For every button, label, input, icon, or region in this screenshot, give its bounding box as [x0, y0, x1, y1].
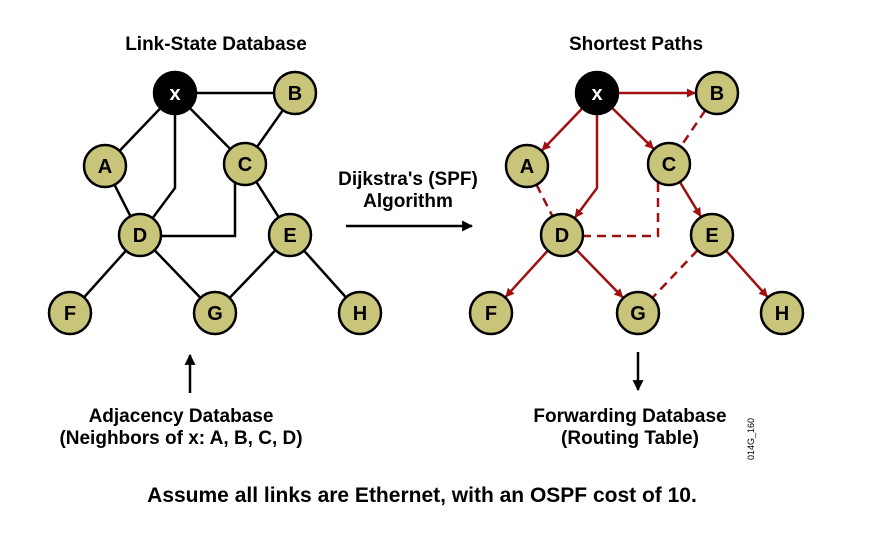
- left-node-C: C: [222, 141, 268, 187]
- left-node-F: F: [47, 290, 93, 336]
- link-state-graph: x B A C D E F G H: [47, 70, 383, 336]
- right-node-label: C: [662, 154, 676, 176]
- right-node-label: H: [775, 303, 789, 325]
- algorithm-label-line1: Dijkstra's (SPF): [338, 169, 478, 190]
- left-node-label: H: [353, 303, 367, 325]
- right-tree-edge-C-E: [678, 181, 702, 217]
- left-node-circle: [267, 212, 313, 258]
- left-node-label: C: [238, 154, 252, 176]
- right-panel-title: Shortest Paths: [569, 34, 703, 55]
- right-node-C: C: [646, 141, 692, 187]
- right-node-A: A: [504, 143, 550, 189]
- right-tree-edge-E-H: [725, 249, 769, 298]
- left-panel-title: Link-State Database: [125, 34, 307, 55]
- right-unused-link-E-G: [651, 249, 699, 299]
- adjacency-caption-line1: Adjacency Database: [89, 406, 274, 427]
- left-node-circle: [117, 212, 163, 258]
- right-node-G: G: [615, 290, 661, 336]
- right-node-D: D: [539, 212, 585, 258]
- left-node-label: A: [98, 156, 112, 178]
- right-node-circle: [646, 141, 692, 187]
- forwarding-caption-line1: Forwarding Database: [533, 406, 726, 427]
- right-node-label: B: [710, 83, 724, 105]
- left-node-circle: [222, 141, 268, 187]
- right-node-B: B: [694, 70, 740, 116]
- right-node-circle: [504, 143, 550, 189]
- right-node-circle: [539, 212, 585, 258]
- right-tree-edge-D-G: [575, 249, 624, 299]
- right-node-label: A: [520, 156, 534, 178]
- left-node-H: H: [337, 290, 383, 336]
- right-node-label: F: [485, 303, 497, 325]
- right-tree-edge-x-D: [574, 114, 599, 219]
- right-unused-link-A-D: [535, 184, 554, 217]
- right-node-circle: [574, 70, 620, 116]
- right-tree-edge-x-C: [611, 106, 655, 150]
- right-node-circle: [689, 212, 735, 258]
- right-node-F: F: [468, 290, 514, 336]
- left-node-A: A: [82, 143, 128, 189]
- left-node-label: E: [283, 225, 296, 247]
- right-node-E: E: [689, 212, 735, 258]
- left-node-B: B: [272, 70, 318, 116]
- left-node-x: x: [152, 70, 198, 116]
- left-node-G: G: [192, 290, 238, 336]
- right-edges: [504, 88, 769, 299]
- right-node-label: E: [705, 225, 718, 247]
- left-node-circle: [82, 143, 128, 189]
- right-node-H: H: [759, 290, 805, 336]
- right-node-circle: [468, 290, 514, 336]
- right-node-circle: [759, 290, 805, 336]
- right-tree-edge-D-F: [504, 249, 549, 298]
- left-node-circle: [152, 70, 198, 116]
- left-node-label: x: [169, 83, 180, 105]
- right-node-label: D: [555, 225, 569, 247]
- right-node-label: x: [591, 83, 602, 105]
- left-node-label: B: [288, 83, 302, 105]
- forwarding-caption-line2: (Routing Table): [561, 428, 699, 449]
- left-node-circle: [337, 290, 383, 336]
- left-node-label: G: [207, 303, 223, 325]
- adjacency-caption-line2: (Neighbors of x: A, B, C, D): [59, 428, 302, 449]
- algorithm-label-line2: Algorithm: [363, 191, 453, 212]
- right-node-x: x: [574, 70, 620, 116]
- left-node-circle: [272, 70, 318, 116]
- shortest-path-graph: x B A C D E F G H: [468, 70, 805, 336]
- footer-note: Assume all links are Ethernet, with an O…: [147, 484, 697, 507]
- right-unused-link-B-C: [679, 109, 707, 148]
- left-node-D: D: [117, 212, 163, 258]
- right-tree-edge-x-A: [541, 107, 584, 151]
- figure-code: 014G_160: [746, 418, 756, 460]
- left-node-circle: [192, 290, 238, 336]
- left-node-E: E: [267, 212, 313, 258]
- left-node-label: D: [133, 225, 147, 247]
- left-node-circle: [47, 290, 93, 336]
- left-node-label: F: [64, 303, 76, 325]
- right-node-circle: [615, 290, 661, 336]
- right-node-circle: [694, 70, 740, 116]
- left-edges: [69, 91, 361, 314]
- right-node-label: G: [630, 303, 646, 325]
